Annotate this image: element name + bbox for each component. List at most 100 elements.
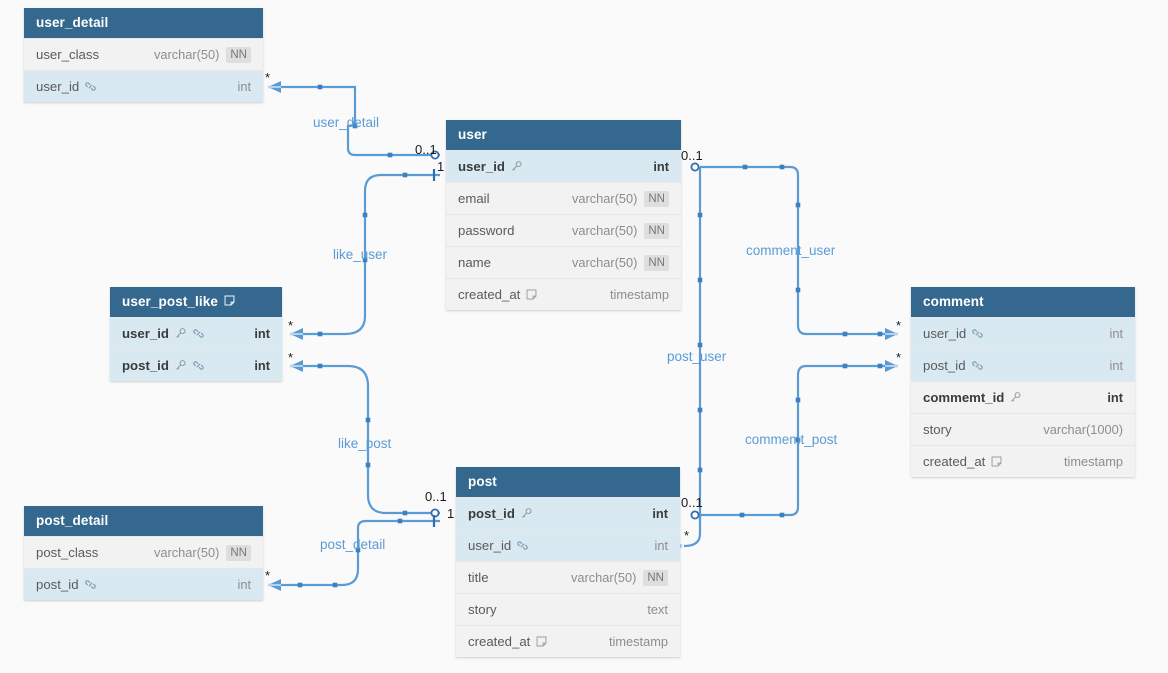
cardinality-label: * bbox=[265, 70, 271, 85]
cardinality-label: * bbox=[684, 528, 690, 543]
cardinality-label: 0..1 bbox=[681, 495, 703, 510]
not-null-badge: NN bbox=[644, 222, 669, 239]
attribute-name: user_id bbox=[36, 78, 80, 94]
attribute-row[interactable]: post_id int bbox=[911, 349, 1135, 381]
link-icon bbox=[84, 578, 97, 591]
attribute-row[interactable]: user_id int bbox=[110, 317, 282, 349]
attribute-name-wrap: created_at bbox=[458, 279, 538, 311]
relationship-label-post_user_rel[interactable]: post_user bbox=[667, 349, 727, 364]
relationship-label-user_detail_rel[interactable]: user_detail bbox=[313, 115, 380, 130]
relationship-label-like_post_rel[interactable]: like_post bbox=[338, 436, 392, 451]
link-icon bbox=[971, 327, 984, 340]
edge-waypoint bbox=[402, 510, 408, 516]
attribute-name-wrap: story bbox=[468, 594, 497, 626]
entity-header-post[interactable]: post bbox=[456, 467, 680, 497]
relationship-label-commemt_post_rel[interactable]: commemt_post bbox=[745, 432, 838, 447]
attribute-name-wrap: user_id bbox=[122, 318, 205, 350]
attribute-name-wrap: created_at bbox=[923, 446, 1003, 478]
key-icon bbox=[510, 160, 523, 173]
attribute-type: int bbox=[1107, 389, 1123, 405]
entity-header-user_detail[interactable]: user_detail bbox=[24, 8, 263, 38]
edge-waypoint bbox=[317, 363, 323, 369]
attribute-name: user_id bbox=[468, 537, 512, 553]
edge-waypoint bbox=[365, 417, 371, 423]
attribute-name-wrap: title bbox=[468, 562, 489, 594]
cardinality-label: * bbox=[896, 350, 902, 365]
edge-waypoint bbox=[795, 287, 801, 293]
attribute-name: created_at bbox=[458, 286, 521, 302]
attribute-name: password bbox=[458, 222, 515, 238]
link-icon bbox=[516, 539, 529, 552]
attribute-name: name bbox=[458, 254, 491, 270]
attribute-name: created_at bbox=[468, 633, 531, 649]
attribute-row[interactable]: commemt_id int bbox=[911, 381, 1135, 413]
edge-waypoint bbox=[742, 164, 748, 170]
attribute-name-wrap: password bbox=[458, 215, 514, 247]
attribute-name: email bbox=[458, 190, 490, 206]
note-icon bbox=[990, 455, 1003, 468]
attribute-name-wrap: commemt_id bbox=[923, 382, 1022, 414]
cardinality-label: 0..1 bbox=[681, 148, 703, 163]
entity-header-post_detail[interactable]: post_detail bbox=[24, 506, 263, 536]
entity-title: user_post_like bbox=[122, 294, 218, 309]
edge-waypoint bbox=[779, 164, 785, 170]
edge-waypoint bbox=[842, 331, 848, 337]
cardinality-label: * bbox=[896, 318, 902, 333]
key-icon bbox=[174, 327, 187, 340]
attribute-type: int bbox=[254, 325, 270, 341]
attribute-name: title bbox=[468, 569, 489, 585]
cardinality-label: 1 bbox=[447, 506, 455, 521]
attribute-name-wrap: post_id bbox=[923, 350, 984, 382]
relationship-label-like_user_rel[interactable]: like_user bbox=[333, 247, 388, 262]
relationship-label-comment_user_rel[interactable]: comment_user bbox=[746, 243, 836, 258]
entity-header-user[interactable]: user bbox=[446, 120, 681, 150]
attribute-name-wrap: user_id bbox=[36, 71, 97, 103]
entity-title: post_detail bbox=[36, 513, 109, 528]
cardinality-label: 0..1 bbox=[415, 142, 437, 157]
attribute-type: varchar(50) bbox=[570, 569, 637, 585]
zero-or-one-marker bbox=[690, 510, 700, 520]
entity-header-user_post_like[interactable]: user_post_like bbox=[110, 287, 282, 317]
attribute-row[interactable]: created_at timestamp bbox=[446, 278, 681, 310]
entity-header-comment[interactable]: comment bbox=[911, 287, 1135, 317]
attribute-name: user_id bbox=[458, 158, 505, 174]
attribute-name-wrap: created_at bbox=[468, 626, 548, 658]
edge-waypoint bbox=[317, 84, 323, 90]
attribute-type: timestamp bbox=[609, 286, 669, 302]
attribute-type: int bbox=[1109, 357, 1123, 373]
entity-title: comment bbox=[923, 294, 984, 309]
cardinality-label: * bbox=[288, 318, 294, 333]
edge-waypoint bbox=[317, 331, 323, 337]
attribute-name: story bbox=[923, 421, 952, 437]
edge-post-detail bbox=[268, 519, 440, 587]
key-icon bbox=[520, 507, 533, 520]
edge-waypoint bbox=[365, 462, 371, 468]
attribute-name-wrap: post_id bbox=[36, 569, 97, 601]
edge-waypoint bbox=[387, 152, 393, 158]
relationship-label-post_detail_rel[interactable]: post_detail bbox=[320, 537, 386, 552]
cardinality-label: * bbox=[288, 350, 294, 365]
